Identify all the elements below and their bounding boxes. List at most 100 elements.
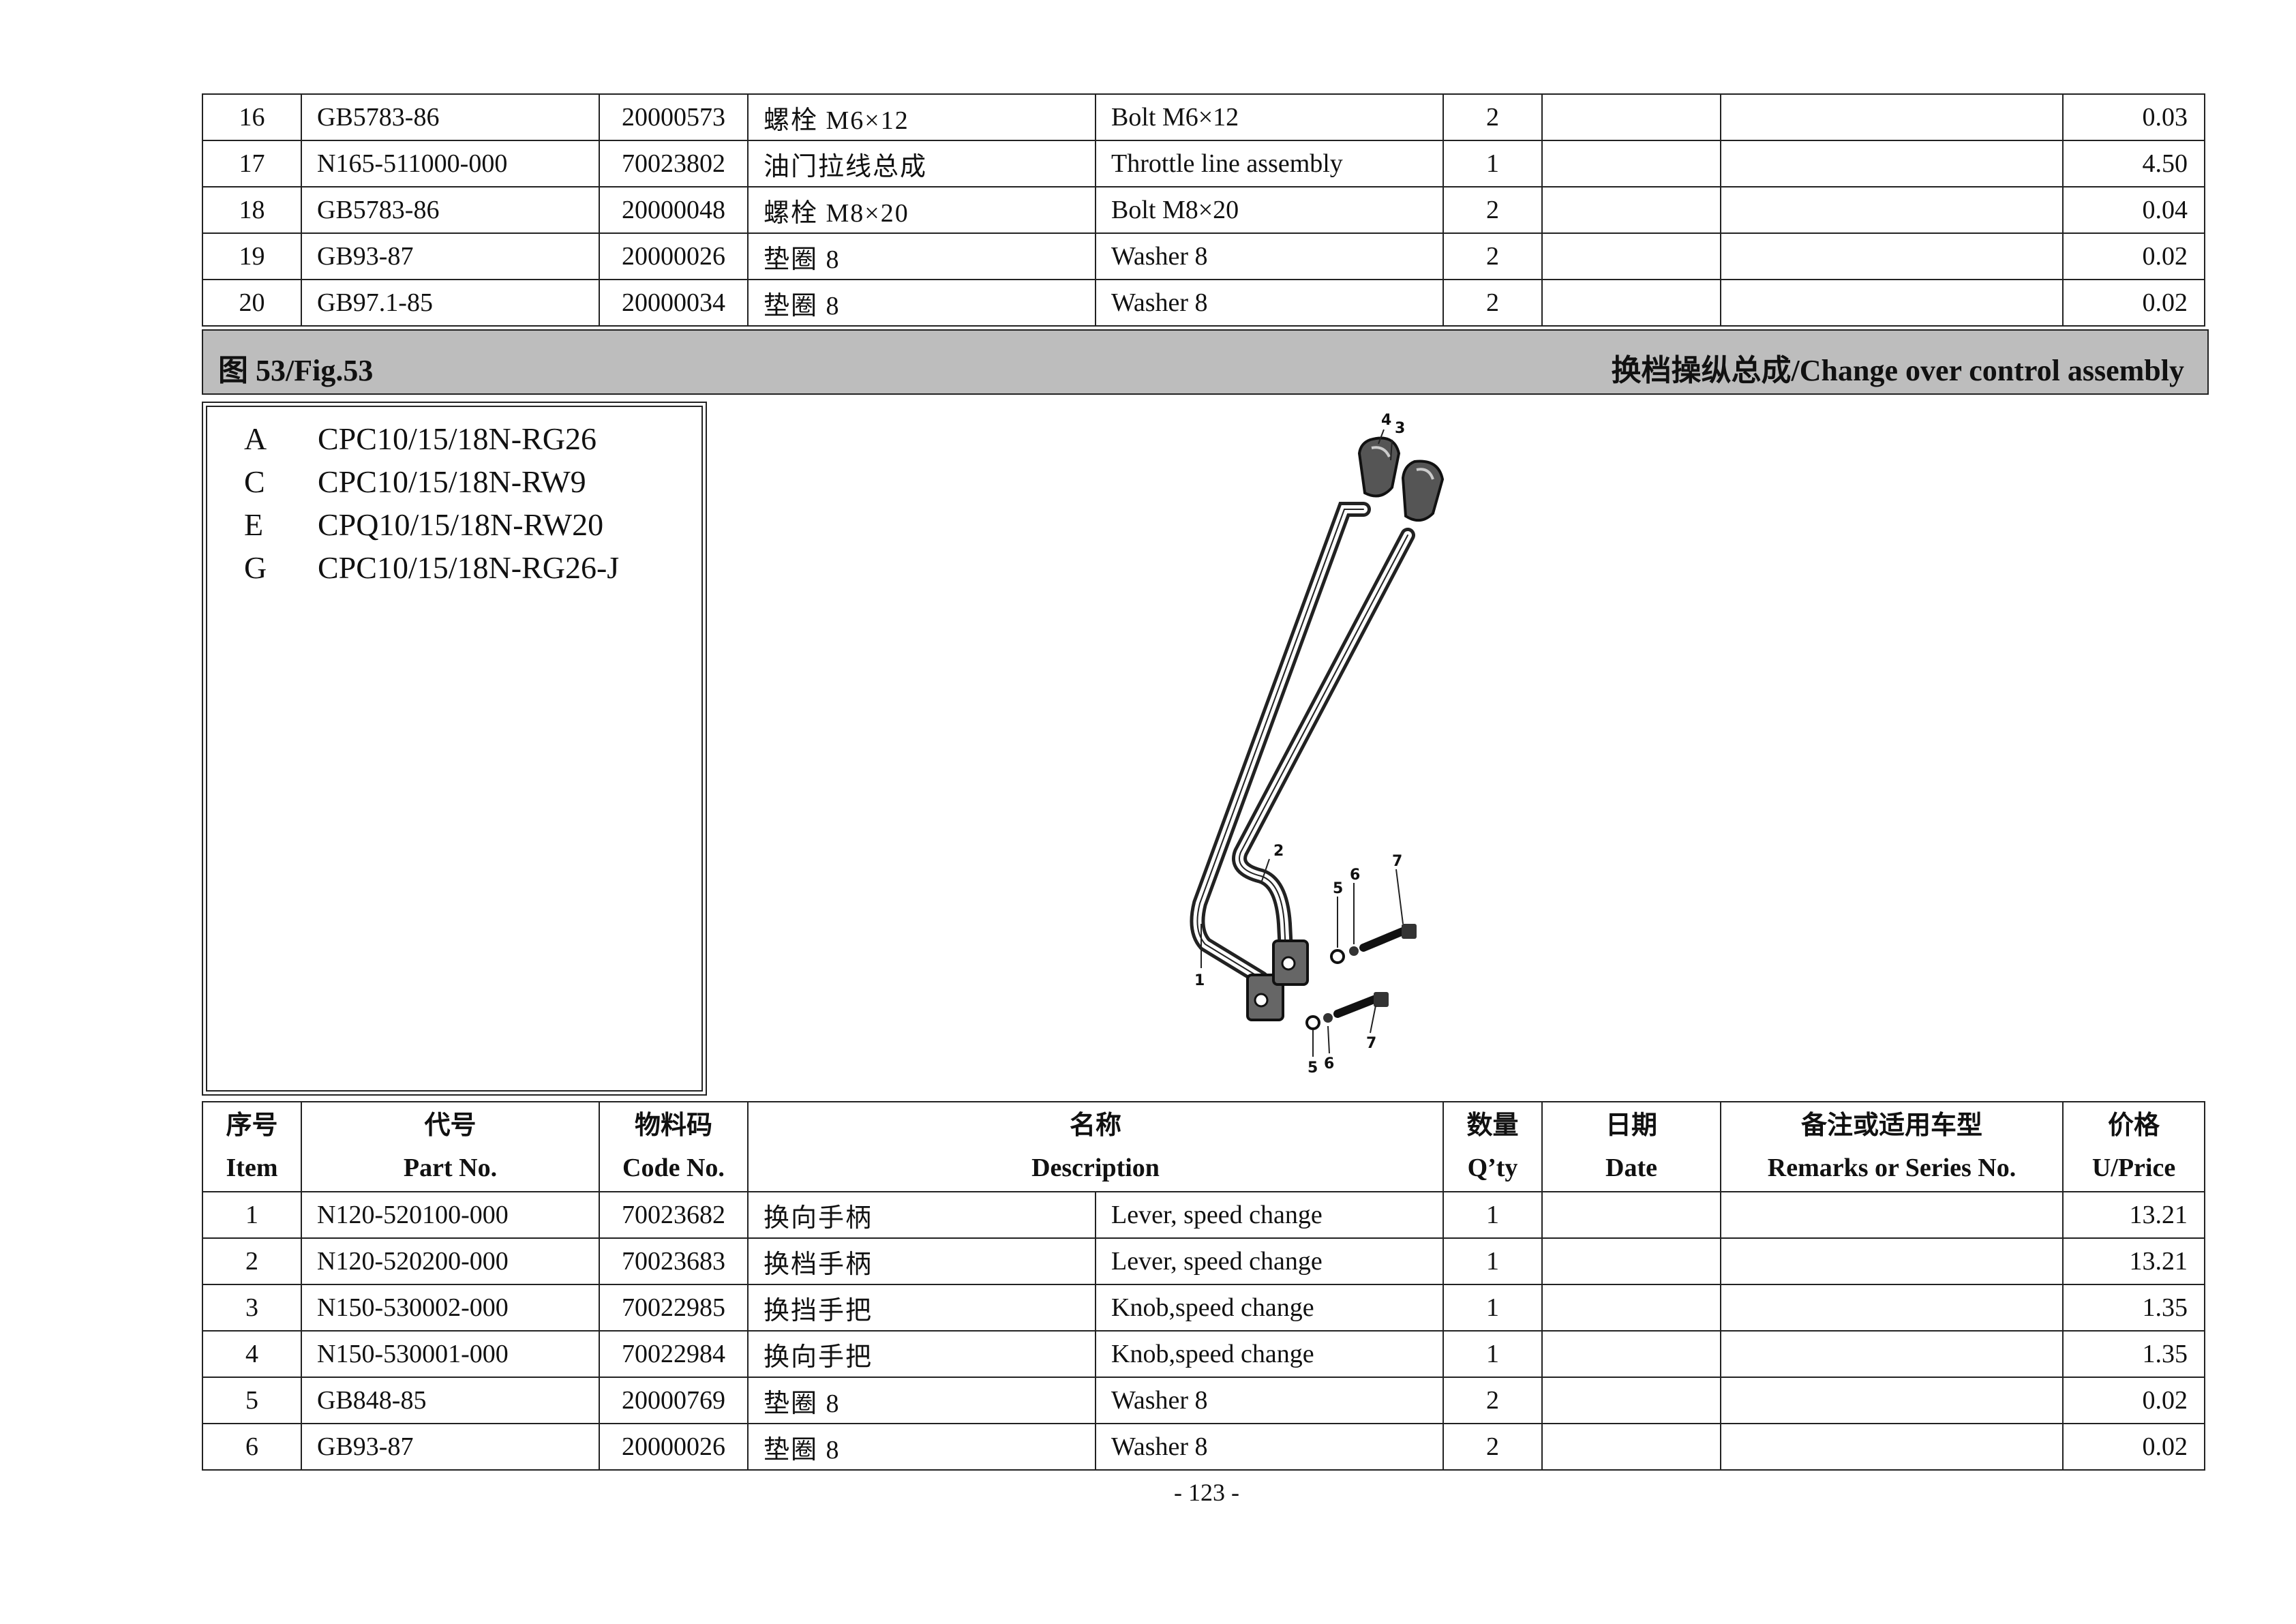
header-price-en: U/Price [2091,1154,2176,1182]
header-qty-en: Q’ty [1467,1154,1518,1182]
model-name: CPC10/15/18N-RG26 [318,421,596,456]
cell-item: 4 [202,1330,302,1378]
cell-code-no: 20000769 [599,1377,749,1424]
header-desc-en: Description [1031,1154,1160,1182]
cell-date [1541,140,1721,187]
cell-remarks [1720,140,2064,187]
cell-price: 13.21 [2062,1237,2205,1285]
cell-name-cn: 换向手柄 [747,1191,1096,1239]
cell-part-no: N150-530001-000 [301,1330,600,1378]
cell-item: 18 [202,186,302,234]
cell-item: 6 [202,1423,302,1471]
cell-date [1541,232,1721,280]
model-name: CPC10/15/18N-RW9 [318,464,586,499]
figure-label: 图 53/Fig.53 [218,354,374,387]
cell-remarks [1720,1191,2064,1239]
diagram-label: 3 [1395,420,1405,437]
header-price-cn: 价格 [2107,1111,2160,1140]
cell-price: 13.21 [2062,1191,2205,1239]
diagram-label: 4 [1381,412,1391,429]
model-code: A [244,421,267,456]
cell-code-no: 70023802 [599,140,749,187]
model-name: CPC10/15/18N-RG26-J [318,550,620,585]
cell-price: 0.04 [2062,186,2205,234]
cell-name-en: Lever, speed change [1095,1191,1444,1239]
cell-code-no: 70022984 [599,1330,749,1378]
cell-name-en: Bolt M8×20 [1095,186,1444,234]
cell-part-no: GB93-87 [301,232,600,280]
bracket-lever-1 [1246,974,1284,1021]
cell-item: 1 [202,1191,302,1239]
cell-date [1541,1237,1721,1285]
cell-name-cn: 油门拉线总成 [747,140,1096,187]
diagram-label: 5 [1333,880,1343,897]
cell-name-en: Washer 8 [1095,1423,1444,1471]
cell-code-no: 70023683 [599,1237,749,1285]
cell-item: 2 [202,1237,302,1285]
cell-name-en: Bolt M6×12 [1095,93,1444,141]
bracket-lever-2 [1272,939,1309,986]
header-item-cn: 序号 [226,1111,278,1140]
cell-name-cn: 螺栓 M6×12 [747,93,1096,141]
cell-date [1541,1191,1721,1239]
header-date: 日期 Date [1541,1101,1721,1192]
fasteners-lower [1305,992,1389,1030]
cell-code-no: 70023682 [599,1191,749,1239]
cell-remarks [1720,93,2064,141]
cell-date [1541,186,1721,234]
header-code-en: Code No. [622,1154,725,1182]
lever-1 [1190,502,1371,986]
diagram-label: 2 [1273,843,1284,860]
cell-name-cn: 换向手把 [747,1330,1096,1378]
cell-name-cn: 垫圈 8 [747,232,1096,280]
header-date-en: Date [1605,1154,1657,1182]
cell-remarks [1720,186,2064,234]
cell-price: 0.02 [2062,1377,2205,1424]
cell-item: 20 [202,279,302,327]
cell-name-cn: 换挡手把 [747,1284,1096,1332]
cell-remarks [1720,232,2064,280]
cell-name-en: Knob,speed change [1095,1284,1444,1332]
cell-date [1541,279,1721,327]
lever-2 [1232,528,1415,959]
cell-part-no: GB97.1-85 [301,279,600,327]
part-number-labels: 1 2 3 4 5 6 7 5 6 7 [1194,412,1405,1077]
cell-name-en: Knob,speed change [1095,1330,1444,1378]
cell-code-no: 70022985 [599,1284,749,1332]
cell-item: 19 [202,232,302,280]
header-date-cn: 日期 [1605,1111,1657,1140]
cell-qty: 2 [1442,1377,1543,1424]
cell-qty: 2 [1442,232,1543,280]
cell-qty: 1 [1442,1330,1543,1378]
cell-qty: 1 [1442,140,1543,187]
cell-part-no: N165-511000-000 [301,140,600,187]
model-name: CPQ10/15/18N-RW20 [318,507,604,542]
diagram-label: 6 [1324,1055,1334,1072]
cell-qty: 1 [1442,1191,1543,1239]
header-remarks-en: Remarks or Series No. [1767,1154,2016,1182]
cell-name-en: Washer 8 [1095,1377,1444,1424]
cell-qty: 2 [1442,186,1543,234]
knob-4 [1357,436,1401,498]
cell-code-no: 20000034 [599,279,749,327]
cell-qty: 1 [1442,1237,1543,1285]
